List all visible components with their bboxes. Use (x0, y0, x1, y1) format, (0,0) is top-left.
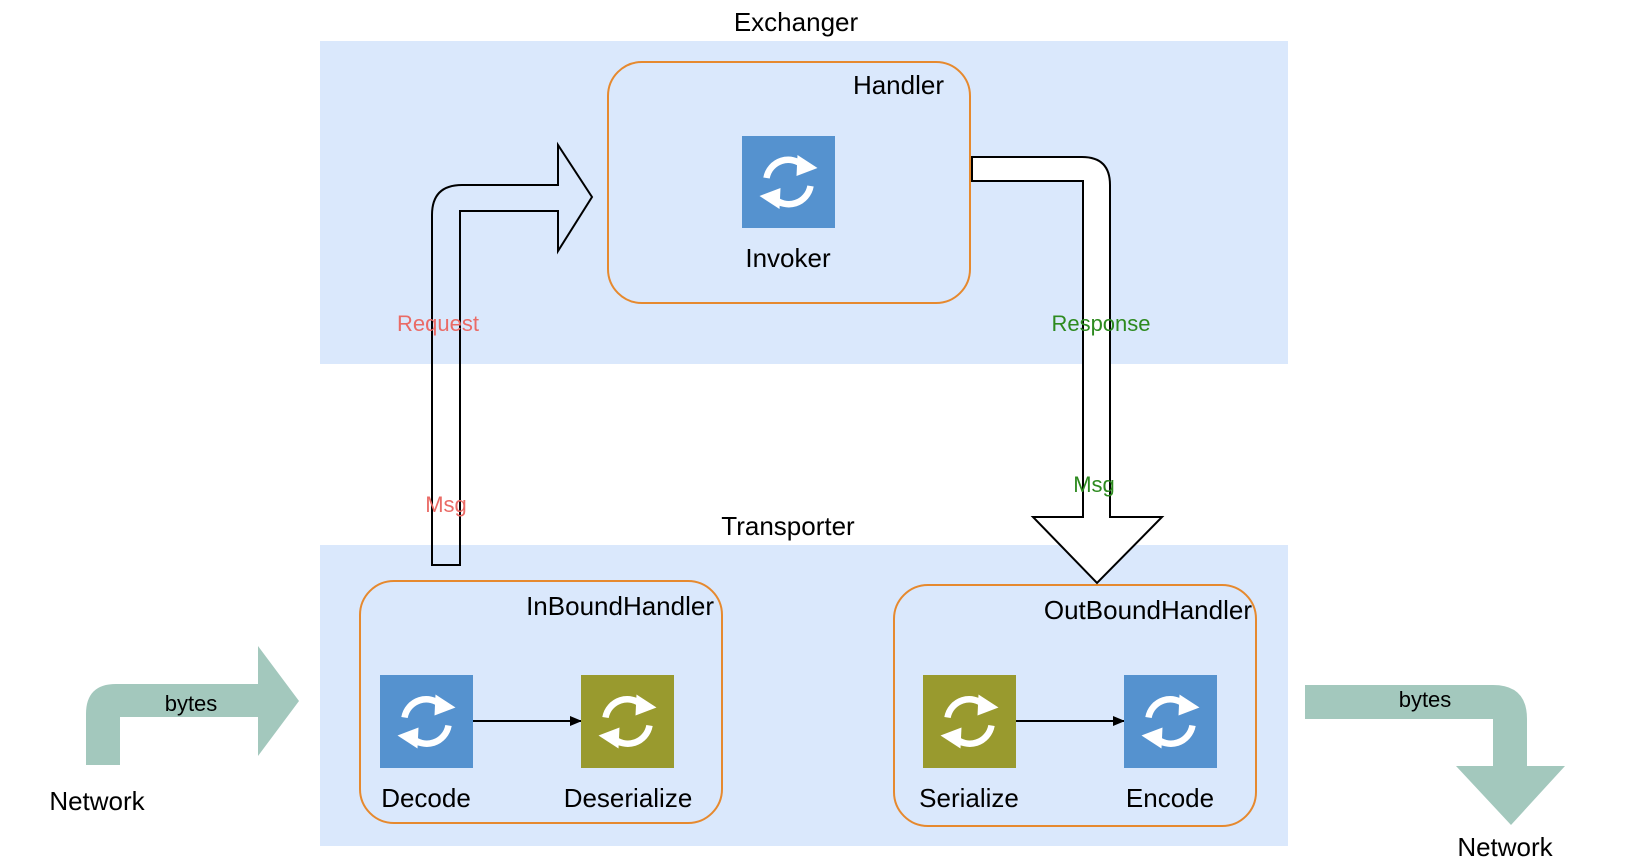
response-msg-label: Msg (1073, 472, 1115, 497)
outbound-handler-box (893, 584, 1257, 827)
transporter-title: Transporter (721, 511, 855, 541)
request-label: Request (397, 311, 479, 336)
invoker-icon (742, 136, 835, 228)
handler-box (607, 61, 971, 304)
request-msg-label: Msg (425, 492, 467, 517)
network-in-arrow (86, 646, 299, 765)
inbound-handler-box (359, 580, 723, 824)
encode-icon (1124, 675, 1217, 768)
deserialize-label: Deserialize (564, 783, 693, 813)
network-in-label: Network (49, 786, 145, 816)
network-out-label: Network (1457, 832, 1553, 860)
serialize-label: Serialize (919, 783, 1019, 813)
network-out-bytes-label: bytes (1399, 687, 1452, 712)
response-label: Response (1051, 311, 1150, 336)
exchanger-title: Exchanger (734, 7, 859, 37)
response-flow-arrow (971, 156, 1165, 585)
deserialize-icon (581, 675, 674, 768)
invoker-label: Invoker (745, 243, 831, 273)
network-out-arrow (1305, 685, 1565, 825)
serialize-icon (923, 675, 1016, 768)
inbound-handler-title: InBoundHandler (526, 591, 714, 621)
decode-icon (380, 675, 473, 768)
request-flow-arrow (431, 141, 594, 566)
decode-label: Decode (381, 783, 471, 813)
network-in-bytes-label: bytes (165, 691, 218, 716)
encode-label: Encode (1126, 783, 1214, 813)
outbound-handler-title: OutBoundHandler (1044, 595, 1252, 625)
handler-title: Handler (853, 70, 944, 100)
